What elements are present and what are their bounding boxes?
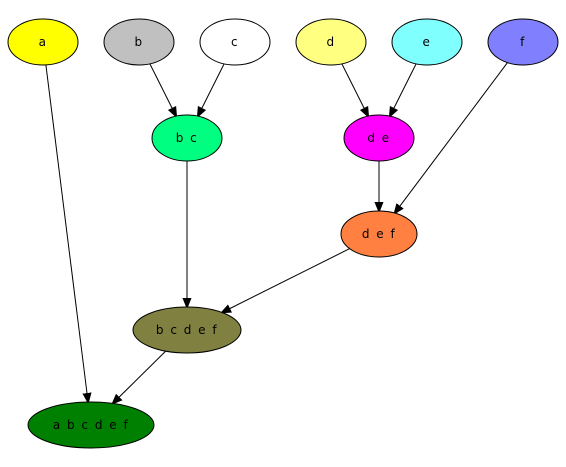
edges-layer — [45, 62, 508, 404]
node-label: b c d e f — [156, 323, 218, 337]
edge-b-to-bc — [149, 63, 176, 116]
node-d: d — [295, 18, 367, 66]
node-ellipse — [487, 18, 559, 66]
node-label: a — [39, 35, 48, 49]
node-bcdef: b c d e f — [132, 306, 242, 354]
node-abcdef: a b c d e f — [27, 401, 155, 449]
edge-c-to-bc — [198, 63, 225, 116]
node-b: b — [103, 18, 175, 66]
edge-bcdef-to-abcdef — [113, 350, 167, 403]
node-f: f — [487, 18, 559, 66]
edge-def-to-bcdef — [222, 248, 350, 313]
node-ellipse — [391, 18, 463, 66]
node-label: d e f — [362, 227, 396, 241]
edge-a-to-abcdef — [45, 64, 88, 402]
nodes-layer: a b c d e f b c d e d e f b c d e f a b c d e f — [7, 18, 559, 449]
node-ellipse — [151, 114, 223, 162]
edge-d-to-de — [341, 63, 368, 116]
node-e: e — [391, 18, 463, 66]
node-a: a — [7, 18, 79, 66]
node-label: c — [231, 35, 239, 49]
node-label: e — [423, 35, 432, 49]
node-de: d e — [343, 114, 415, 162]
node-label: d e — [367, 131, 390, 145]
edge-e-to-de — [390, 63, 417, 116]
node-label: a b c d e f — [53, 418, 129, 432]
node-ellipse — [103, 18, 175, 66]
node-bc: b c — [151, 114, 223, 162]
node-label: b — [134, 35, 143, 49]
node-label: d — [326, 35, 335, 49]
edge-f-to-def — [395, 62, 508, 214]
node-def: d e f — [340, 210, 418, 258]
node-ellipse — [340, 210, 418, 258]
node-ellipse — [132, 306, 242, 354]
node-label: b c — [176, 131, 199, 145]
node-ellipse — [199, 18, 271, 66]
node-ellipse — [295, 18, 367, 66]
node-label: f — [520, 35, 526, 49]
node-ellipse — [7, 18, 79, 66]
node-ellipse — [27, 401, 155, 449]
node-ellipse — [343, 114, 415, 162]
node-c: c — [199, 18, 271, 66]
